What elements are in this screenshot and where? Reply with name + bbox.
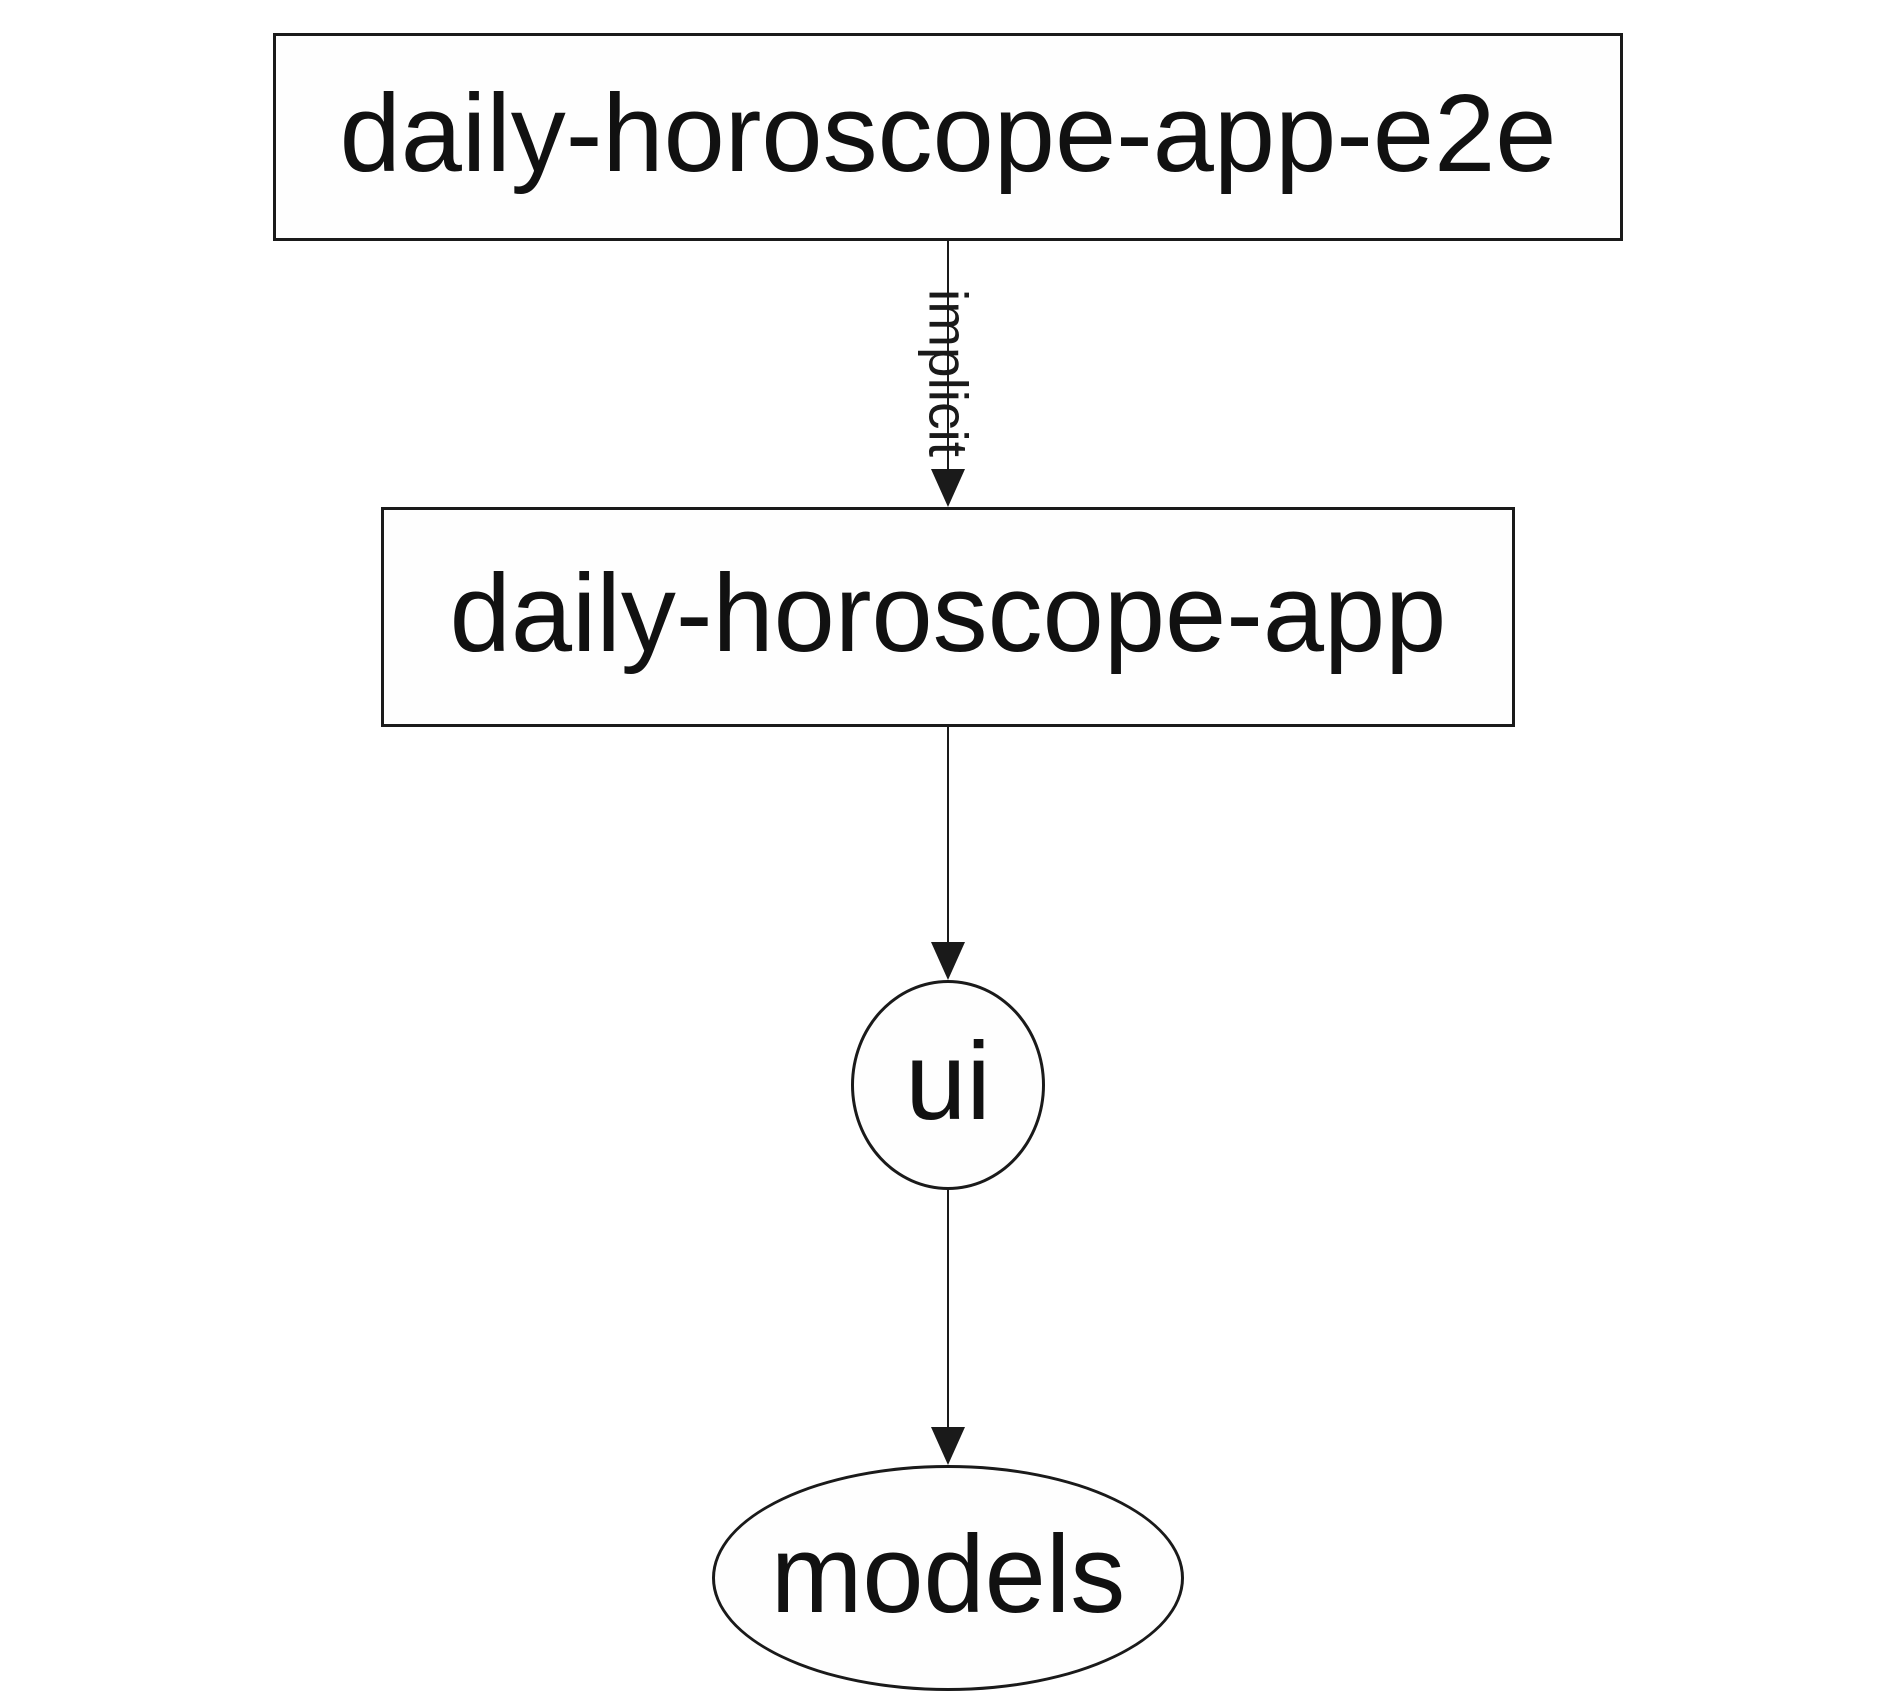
node-ui-label: ui [905, 1020, 991, 1143]
node-daily-horoscope-app-e2e-label: daily-horoscope-app-e2e [339, 72, 1557, 195]
node-daily-horoscope-app-label: daily-horoscope-app [449, 552, 1447, 675]
node-models: models [712, 1465, 1184, 1691]
node-ui: ui [851, 980, 1045, 1190]
edge-ui-to-models-line [947, 1190, 949, 1427]
node-models-label: models [770, 1513, 1126, 1636]
edge-e2e-to-app-arrowhead-icon [931, 469, 965, 507]
edge-implicit-label: implicit [917, 288, 980, 458]
edge-app-to-ui-arrowhead-icon [931, 942, 965, 980]
node-daily-horoscope-app: daily-horoscope-app [381, 507, 1515, 727]
edge-e2e-to-app-line [947, 241, 949, 469]
edge-ui-to-models-arrowhead-icon [931, 1427, 965, 1465]
node-daily-horoscope-app-e2e: daily-horoscope-app-e2e [273, 33, 1623, 241]
edge-app-to-ui-line [947, 727, 949, 942]
